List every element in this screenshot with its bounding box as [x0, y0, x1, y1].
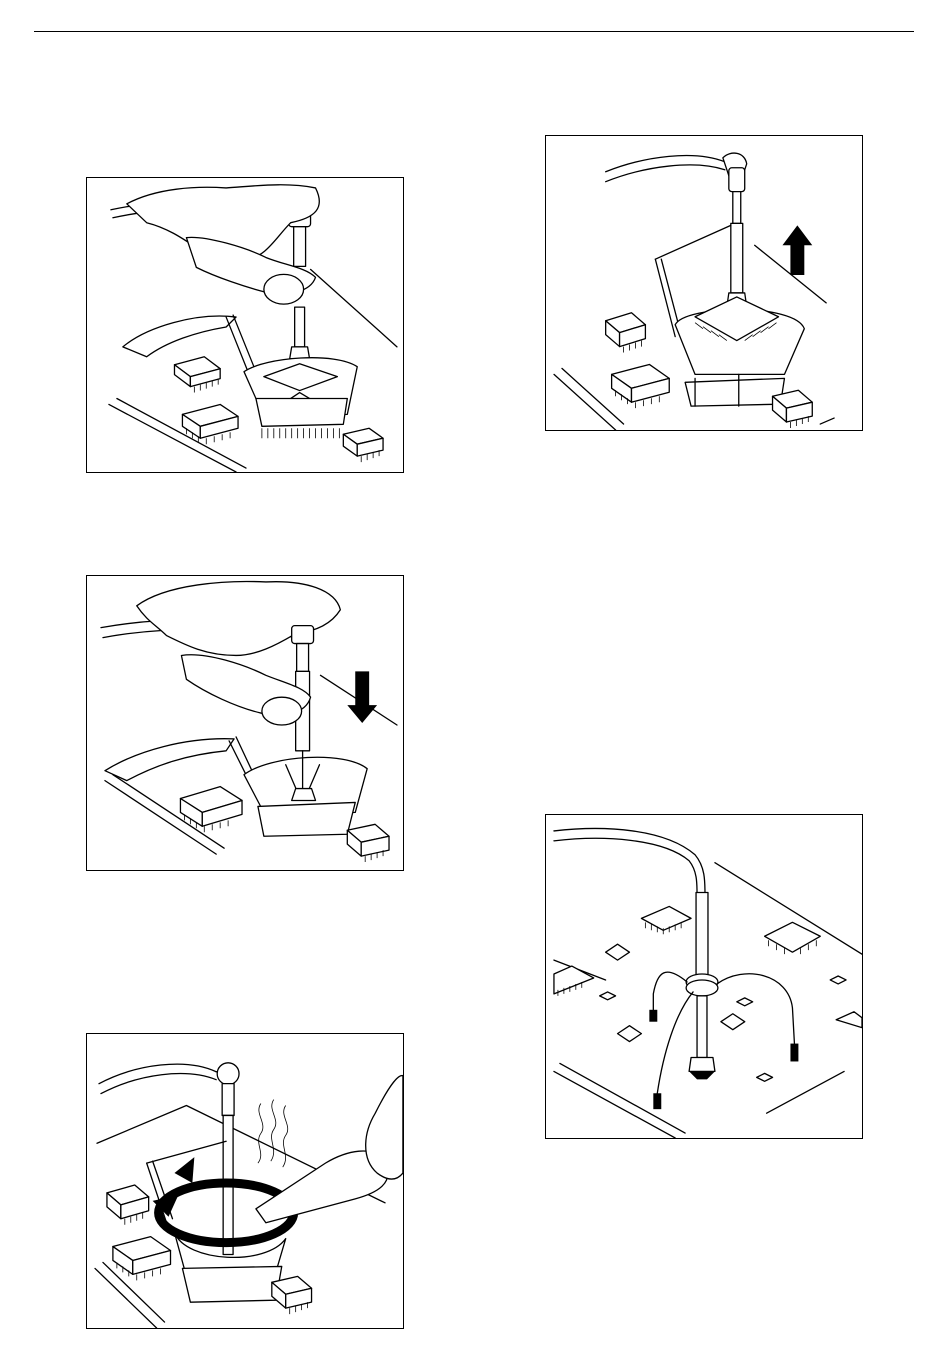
figure-press-down — [86, 575, 404, 871]
hot-air-pencil-icon — [256, 1151, 388, 1223]
ic-chip-icon — [174, 357, 220, 393]
hand-icon — [137, 582, 341, 656]
grip-tool-illustration — [87, 178, 403, 472]
figure-leg-adapter — [545, 814, 863, 1139]
figure-lift-up — [545, 135, 863, 431]
up-arrow-icon — [782, 225, 812, 275]
figure-heat-rotate — [86, 1033, 404, 1329]
tripod-nozzle-icon — [696, 893, 708, 976]
hand-icon — [366, 1076, 403, 1180]
figure-grip-tool — [86, 177, 404, 473]
heat-wave-icon — [258, 1100, 288, 1168]
header-rule — [34, 31, 914, 32]
down-arrow-icon — [347, 671, 377, 723]
tool-handle — [217, 1063, 239, 1085]
